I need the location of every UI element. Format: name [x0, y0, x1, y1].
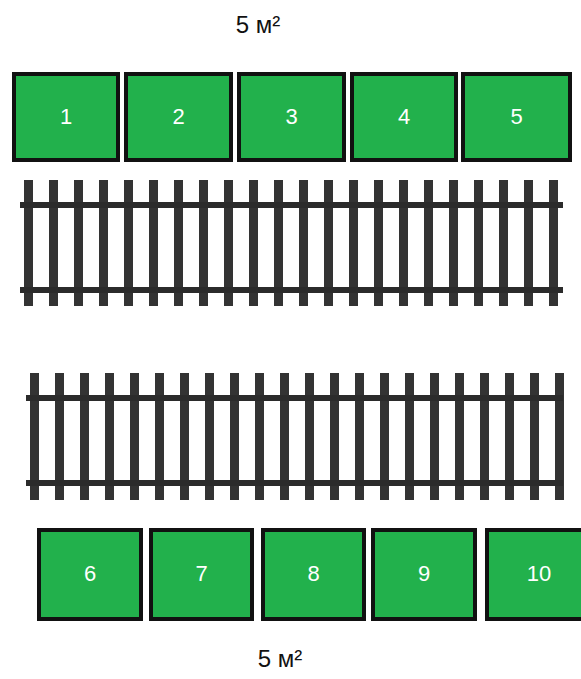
rail [26, 395, 563, 401]
box-number: 4 [398, 105, 410, 129]
box-number: 1 [60, 105, 72, 129]
numbered-box: 9 [371, 528, 477, 621]
numbered-box: 7 [149, 528, 254, 621]
box-number: 10 [527, 562, 551, 586]
area-label: 5 м² [234, 12, 283, 38]
rail [26, 480, 563, 486]
box-number: 6 [84, 562, 96, 586]
numbered-box: 10 [485, 528, 581, 621]
numbered-box: 4 [350, 72, 458, 162]
box-number: 3 [285, 105, 297, 129]
numbered-box: 8 [261, 528, 366, 621]
box-number: 2 [172, 105, 184, 129]
railway-track [20, 180, 563, 306]
numbered-box: 1 [12, 72, 120, 162]
box-number: 9 [418, 562, 430, 586]
box-number: 5 [510, 105, 522, 129]
box-number: 8 [307, 562, 319, 586]
box-number: 7 [195, 562, 207, 586]
rail [20, 202, 563, 208]
railway-track [26, 373, 566, 500]
numbered-box: 3 [237, 72, 346, 162]
area-label: 5 м² [256, 646, 305, 672]
numbered-box: 6 [37, 528, 143, 621]
numbered-box: 2 [124, 72, 233, 162]
numbered-box: 5 [461, 72, 572, 162]
rail [20, 287, 563, 293]
